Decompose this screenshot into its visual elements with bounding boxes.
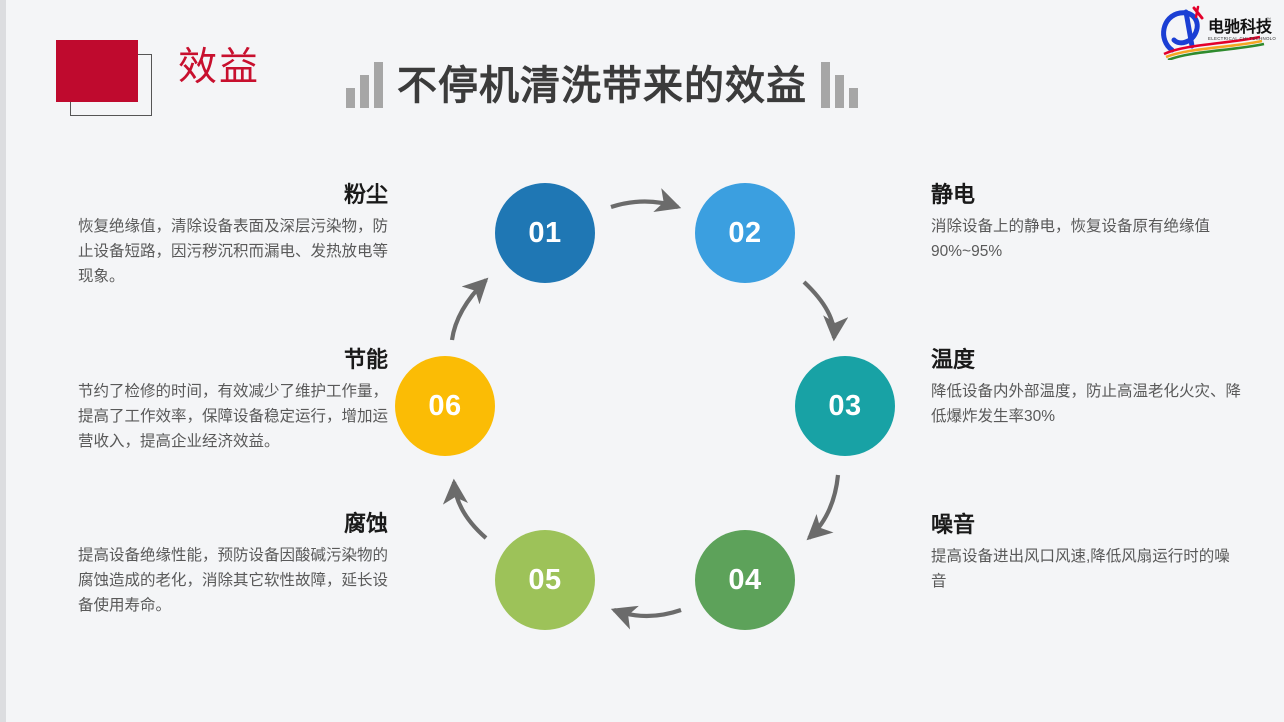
cycle-node-02[interactable]: 02 [695,183,795,283]
cycle-node-05[interactable]: 05 [495,530,595,630]
bar-chart-descending-icon [821,62,858,108]
section-tag-block [56,40,156,120]
node-heading-04: 噪音 [931,512,976,537]
cycle-node-06[interactable]: 06 [395,356,495,456]
cycle-diagram: 01 02 03 04 05 06 [386,160,906,680]
cycle-node-05-number: 05 [528,563,562,596]
node-text-03: 温度 降低设备内外部温度，防止高温老化火灾、降低爆炸发生率30% [931,347,1242,429]
cycle-node-02-number: 02 [728,216,762,249]
node-heading-02: 静电 [931,182,976,207]
cycle-arrows [442,188,849,630]
node-heading-05: 腐蚀 [343,511,388,536]
svg-text:电驰科技: 电驰科技 [1208,17,1273,36]
cycle-node-03-number: 03 [828,389,862,422]
node-heading-01: 粉尘 [343,182,388,207]
node-text-01: 粉尘 恢复绝缘值，清除设备表面及深层污染物，防止设备短路，因污秽沉积而漏电、发热… [78,182,389,290]
section-tag-label: 效益 [178,46,261,89]
cycle-node-04-number: 04 [728,563,762,596]
bar-chart-ascending-icon [346,62,383,108]
node-body-06: 节约了检修的时间，有效减少了维护工作量，提高了工作效率，保障设备稳定运行，增加运… [78,383,389,451]
slide-title-row: 不停机清洗带来的效益 [346,62,858,108]
node-body-04: 提高设备进出风口风速,降低风扇运行时的噪音 [931,548,1230,591]
cycle-node-06-number: 06 [428,389,462,422]
svg-text:ELECTRICAL CHI TECHNOLOGY: ELECTRICAL CHI TECHNOLOGY [1208,36,1276,41]
node-body-01: 恢复绝缘值，清除设备表面及深层污染物，防止设备短路，因污秽沉积而漏电、发热放电等… [78,218,389,286]
node-body-03: 降低设备内外部温度，防止高温老化火灾、降低爆炸发生率30% [931,383,1242,426]
page-title: 不停机清洗带来的效益 [397,64,807,108]
tag-fill-shape [56,40,138,102]
node-body-02: 消除设备上的静电，恢复设备原有绝缘值90%~95% [931,218,1211,261]
node-text-04: 噪音 提高设备进出风口风速,降低风扇运行时的噪音 [931,512,1241,594]
node-text-02: 静电 消除设备上的静电，恢复设备原有绝缘值90%~95% [931,182,1241,264]
cycle-node-01[interactable]: 01 [495,183,595,283]
cycle-node-03[interactable]: 03 [795,356,895,456]
cycle-node-04[interactable]: 04 [695,530,795,630]
node-body-05: 提高设备绝缘性能，预防设备因酸碱污染物的腐蚀造成的老化，消除其它软性故障，延长设… [78,547,389,615]
svg-text:™: ™ [1266,17,1271,23]
node-heading-03: 温度 [931,347,976,372]
company-logo: 电驰科技 ELECTRICAL CHI TECHNOLOGY ™ [1156,4,1283,62]
node-text-06: 节能 节约了检修的时间，有效减少了维护工作量，提高了工作效率，保障设备稳定运行，… [78,347,389,455]
node-text-05: 腐蚀 提高设备绝缘性能，预防设备因酸碱污染物的腐蚀造成的老化，消除其它软性故障，… [78,511,389,619]
cycle-node-01-number: 01 [528,216,562,249]
node-heading-06: 节能 [343,347,388,372]
